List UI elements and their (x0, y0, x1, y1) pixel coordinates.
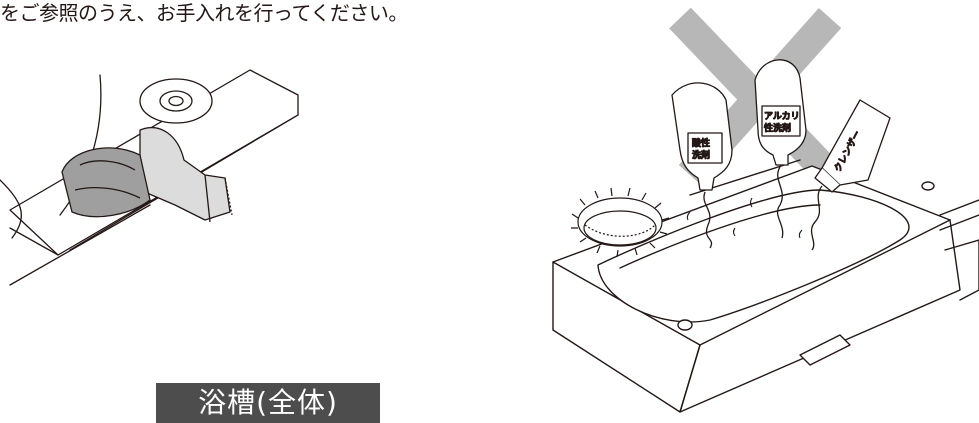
instruction-text: をご参照のうえ、お手入れを行ってください。 (0, 1, 408, 25)
acidic-cleaner-bottle-icon: 酸性 洗剤 (671, 82, 733, 249)
section-label-bathtub: 浴槽(全体) (156, 383, 380, 423)
alkaline-cleaner-bottle-icon: アルカリ 性洗剤 (754, 59, 807, 239)
svg-text:アルカリ: アルカリ (764, 111, 800, 122)
svg-text:酸性: 酸性 (692, 137, 710, 149)
glove-icon (61, 127, 233, 223)
svg-text:洗剤: 洗剤 (692, 149, 710, 161)
svg-text:性洗剤: 性洗剤 (764, 122, 791, 134)
scrub-brush-icon (571, 187, 670, 258)
